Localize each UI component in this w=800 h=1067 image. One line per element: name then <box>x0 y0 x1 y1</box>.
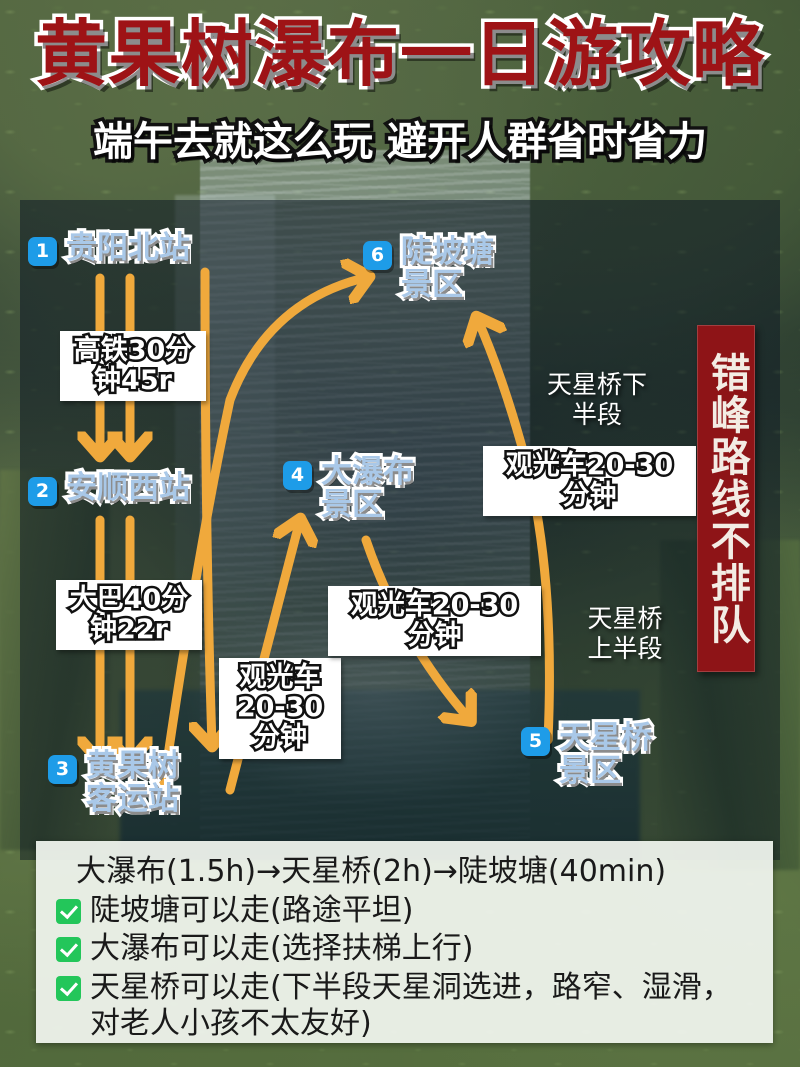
route-summary: 大瀑布(1.5h)→天星桥(2h)→陡坡塘(40min) <box>76 854 667 889</box>
banner-text: 错峰路线不排队 <box>703 351 750 646</box>
node-2-anshun-west-station[interactable]: 2 安顺西站 <box>28 468 193 508</box>
offpeak-route-banner: 错峰路线不排队 <box>697 325 755 672</box>
node-label: 天星桥 景区 <box>556 718 655 791</box>
arrow-1-to-3-long <box>205 267 212 745</box>
node-4-great-waterfall-scenic-area[interactable]: 4 大瀑布 景区 <box>283 452 417 525</box>
chip-coach-bus: 大巴40分 钟22r <box>56 580 202 651</box>
node-badge: 6 <box>363 241 392 270</box>
chip-highspeed-rail: 高铁30分 钟45r <box>60 331 206 402</box>
page-title: 黄果树瀑布一日游攻略 <box>31 12 767 96</box>
chip-shuttle-bus-center: 观光车20-30 分钟 <box>328 586 541 657</box>
node-label: 陡坡塘 景区 <box>398 232 497 305</box>
node-label: 贵阳北站 <box>63 228 193 268</box>
note-tianxingqiao-upper-section: 天星桥 上半段 <box>587 604 663 663</box>
node-1-guiyang-north-station[interactable]: 1 贵阳北站 <box>28 228 193 268</box>
title-block: 黄果树瀑布一日游攻略 端午去就这么玩 避开人群省时省力 <box>0 0 800 190</box>
node-badge: 1 <box>28 237 57 266</box>
note-tianxingqiao-lower-section: 天星桥下 半段 <box>546 370 647 429</box>
checklist-item: 大瀑布可以走(选择扶梯上行) <box>36 929 773 968</box>
node-label: 黄果树 客运站 <box>83 746 182 819</box>
checklist-item-text: 天星桥可以走(下半段天星洞选进，路窄、湿滑，对老人小孩不太友好) <box>90 969 732 1042</box>
check-icon <box>56 937 81 963</box>
chip-shuttle-bus-right: 观光车20-30 分钟 <box>483 446 696 517</box>
checklist-item: 天星桥可以走(下半段天星洞选进，路窄、湿滑，对老人小孩不太友好) <box>36 968 773 1043</box>
node-6-doupotang-scenic-area[interactable]: 6 陡坡塘 景区 <box>363 232 497 305</box>
node-badge: 4 <box>283 461 312 490</box>
node-badge: 5 <box>521 727 550 756</box>
node-badge: 3 <box>48 755 77 784</box>
node-label: 安顺西站 <box>63 468 193 508</box>
node-label: 大瀑布 景区 <box>318 452 417 525</box>
page-subtitle: 端午去就这么玩 避开人群省时省力 <box>90 119 711 166</box>
node-3-huangguoshu-bus-station[interactable]: 3 黄果树 客运站 <box>48 746 182 819</box>
checklist-item: 陡坡塘可以走(路途平坦) <box>36 891 773 930</box>
itinerary-panel: 大瀑布(1.5h)→天星桥(2h)→陡坡塘(40min) 陡坡塘可以走(路途平坦… <box>36 841 773 1043</box>
checklist-item-text: 陡坡塘可以走(路途平坦) <box>90 892 414 928</box>
check-icon <box>56 975 81 1001</box>
arrow-3-to-6 <box>158 277 368 795</box>
chip-shuttle-bus-to-station: 观光车 20-30 分钟 <box>219 658 341 759</box>
checklist-item-text: 大瀑布可以走(选择扶梯上行) <box>90 931 474 967</box>
node-badge: 2 <box>28 477 57 506</box>
node-5-tianxingqiao-scenic-area[interactable]: 5 天星桥 景区 <box>521 718 655 791</box>
check-icon <box>56 898 81 924</box>
